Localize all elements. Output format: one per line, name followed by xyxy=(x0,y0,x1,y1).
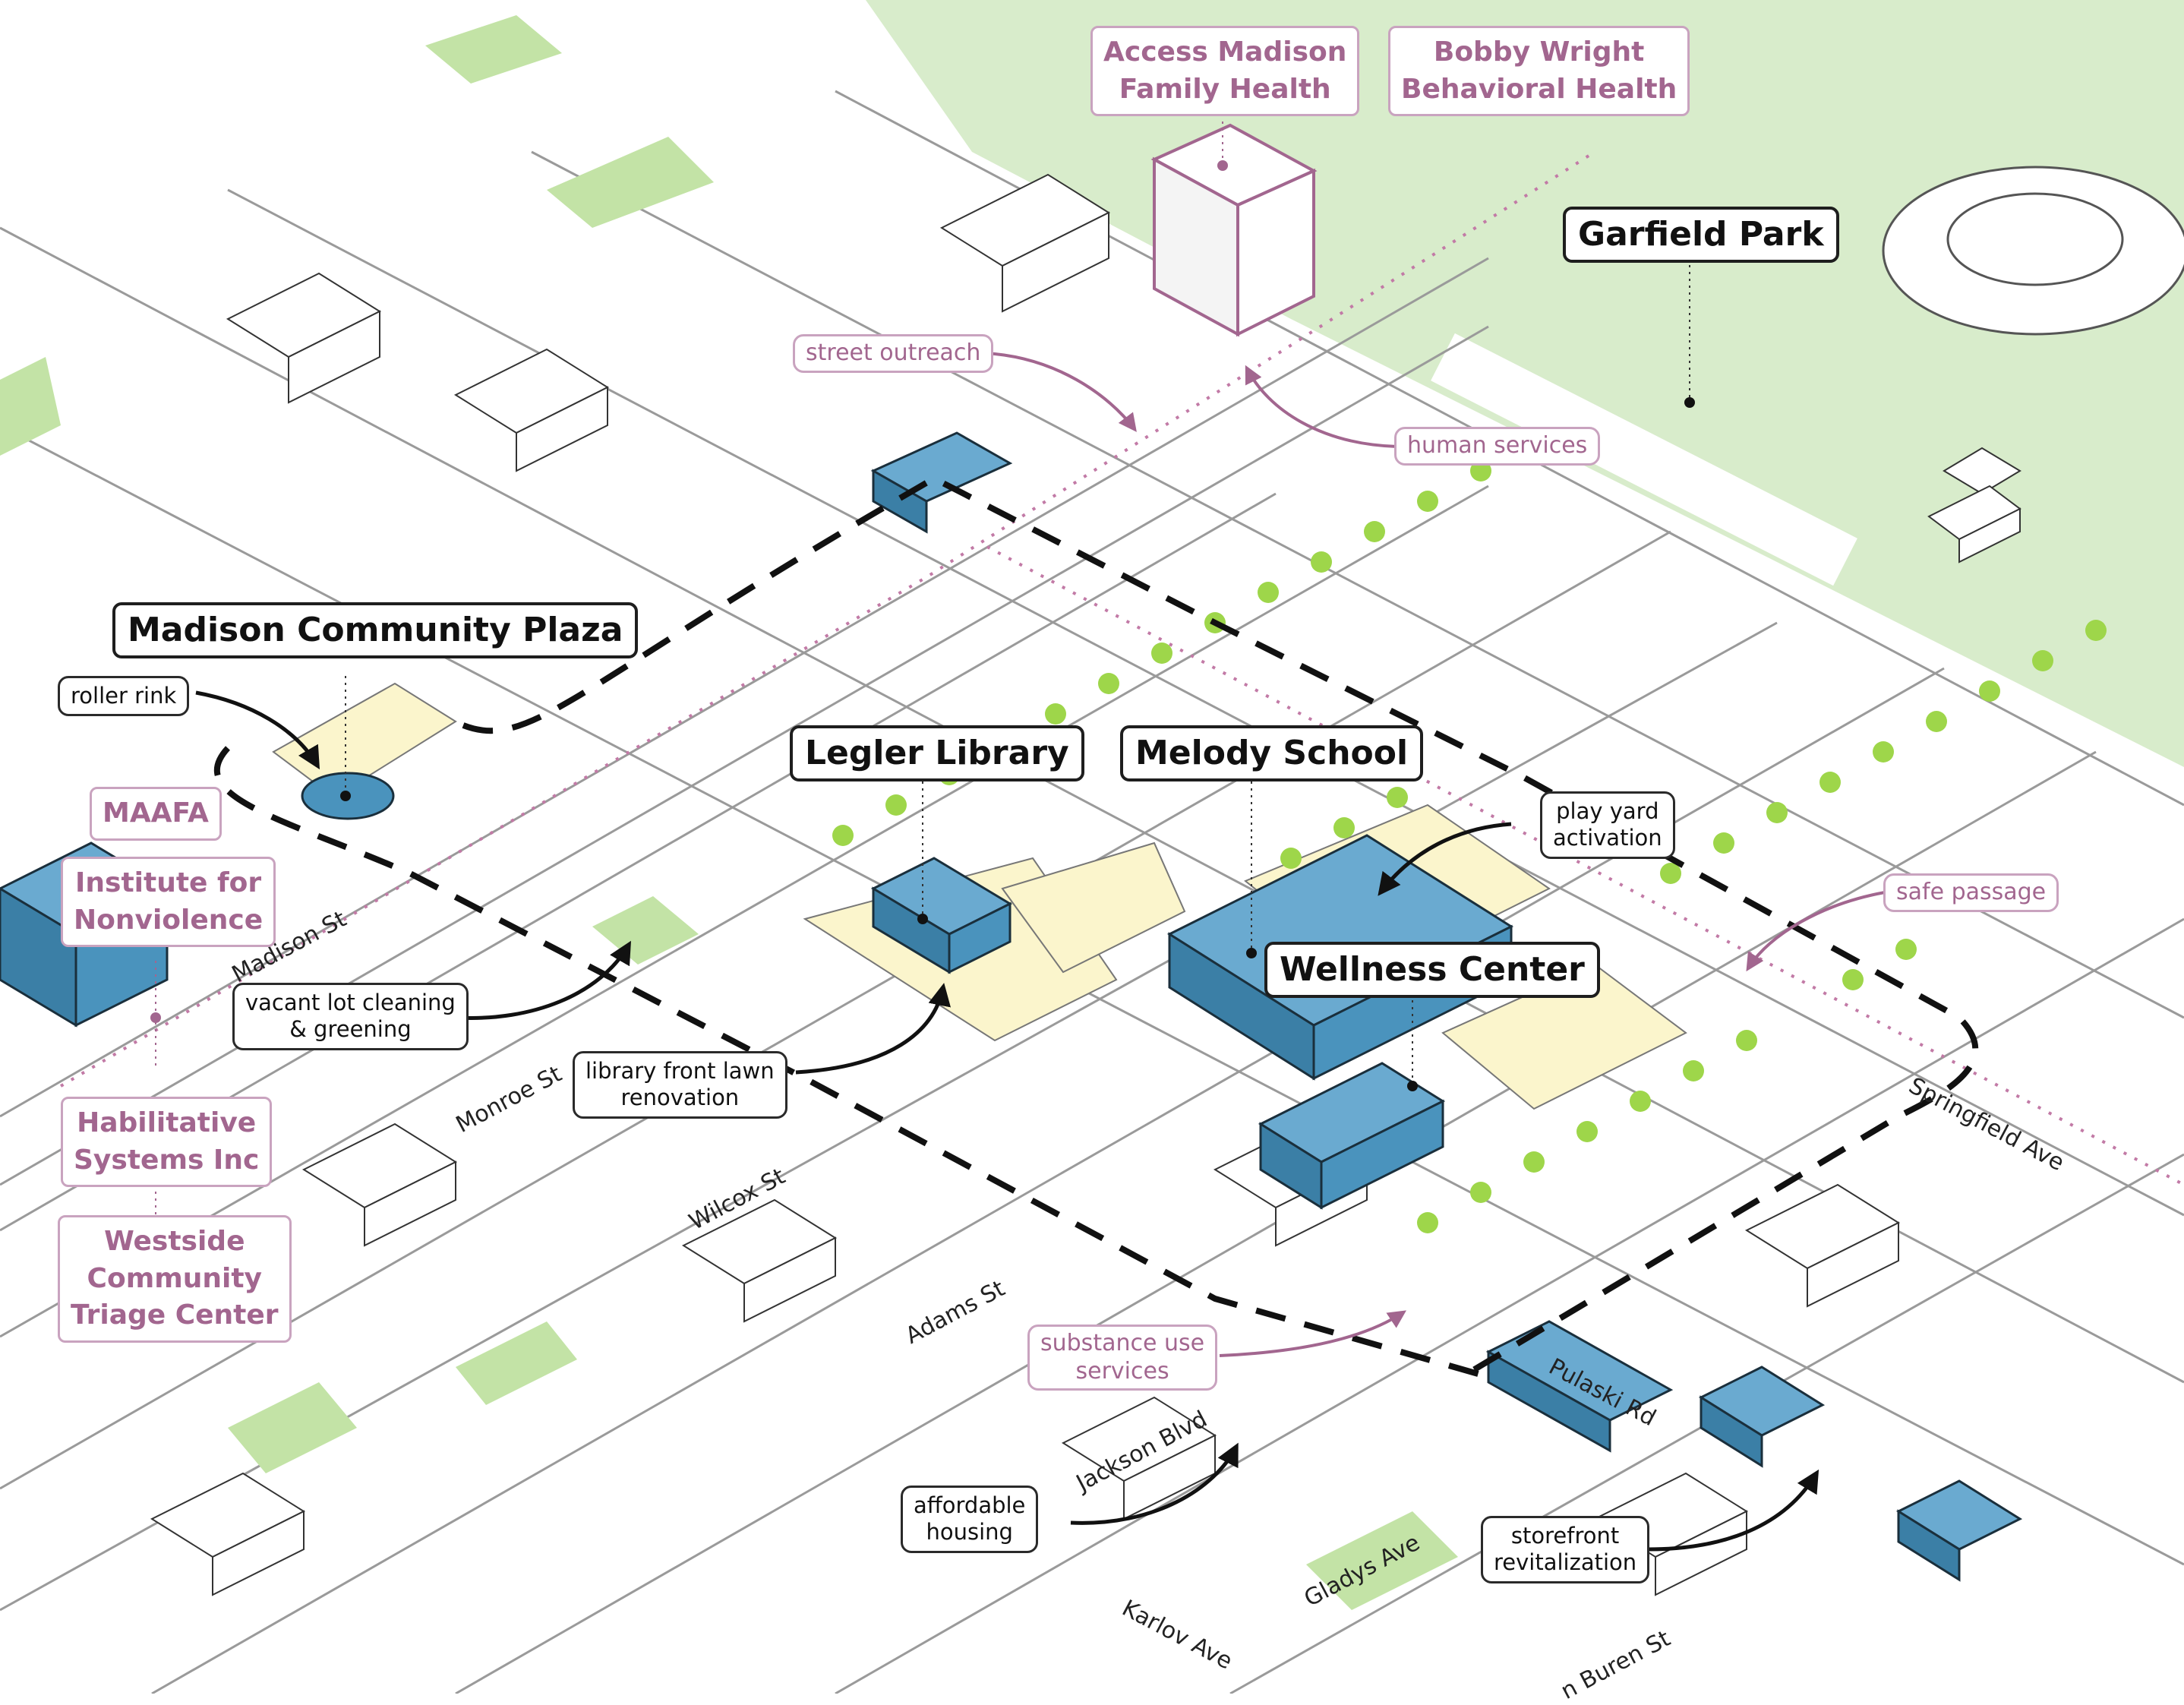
label-habilitative-systems-inc: Habilitative Systems Inc xyxy=(61,1097,273,1188)
note-roller-rink: roller rink xyxy=(58,676,190,717)
label-bobby-wright-behavioral-health: Bobby Wright Behavioral Health xyxy=(1388,26,1690,117)
park-road xyxy=(1431,333,1857,586)
note-library-front-lawn: library front lawn renovation xyxy=(573,1051,787,1119)
note-play-yard-activation: play yard activation xyxy=(1540,791,1675,859)
note-affordable-housing: affordable housing xyxy=(901,1486,1039,1553)
service-leaders xyxy=(984,352,1886,1357)
safe-route-dashed-north xyxy=(462,475,1979,1378)
parking-lot xyxy=(1001,841,1186,974)
label-institute-for-nonviolence: Institute for Nonviolence xyxy=(61,857,276,948)
label-legler-library: Legler Library xyxy=(790,725,1084,781)
park-fountain xyxy=(1946,192,2124,286)
label-street-outreach: street outreach xyxy=(793,334,994,373)
note-storefront-revitalization: storefront revitalization xyxy=(1481,1516,1650,1583)
label-human-services: human services xyxy=(1394,427,1601,466)
background-buildings xyxy=(150,173,2021,1596)
label-maafa: MAAFA xyxy=(90,787,222,841)
label-madison-community-plaza: Madison Community Plaza xyxy=(112,602,639,658)
purple-dots xyxy=(150,122,1228,1215)
label-wellness-center: Wellness Center xyxy=(1264,942,1600,998)
park-roundabout xyxy=(1882,166,2184,336)
label-substance-use-services: substance use services xyxy=(1027,1325,1218,1391)
note-vacant-lot-cleaning: vacant lot cleaning & greening xyxy=(232,983,469,1050)
label-safe-passage: safe passage xyxy=(1883,873,2059,912)
service-corridor xyxy=(59,150,1596,1088)
safe-route-dashed xyxy=(214,746,1482,1378)
service-corridor-east xyxy=(986,545,2184,1186)
label-garfield-park: Garfield Park xyxy=(1563,207,1839,263)
leader-lines xyxy=(195,690,1819,1552)
label-melody-school: Melody School xyxy=(1120,725,1424,781)
label-westside-community-triage-center: Westside Community Triage Center xyxy=(58,1215,292,1343)
green-lots xyxy=(0,15,1458,1610)
access-madison-tower xyxy=(1150,123,1318,337)
label-access-madison-family-health: Access Madison Family Health xyxy=(1090,26,1360,117)
pointer-dots xyxy=(340,258,1695,1091)
